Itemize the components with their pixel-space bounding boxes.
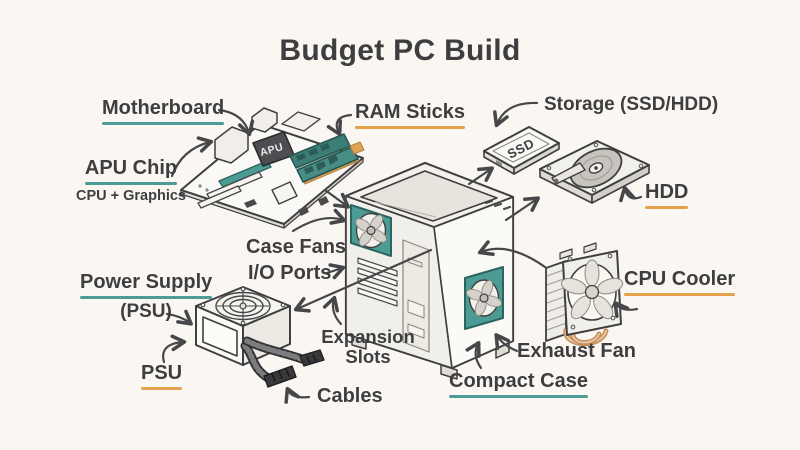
label-hdd: HDD bbox=[645, 181, 688, 209]
expansion-slots-illustration bbox=[357, 257, 398, 307]
label-compact-case: Compact Case bbox=[449, 370, 588, 398]
psu-label-text: PSU bbox=[141, 362, 182, 390]
expansion-slots-label-line1: Expansion bbox=[321, 326, 415, 347]
pcie-slot bbox=[206, 171, 263, 200]
compact-case-label-text: Compact Case bbox=[449, 370, 588, 398]
label-ram-sticks: RAM Sticks bbox=[355, 101, 465, 129]
psu-illustration bbox=[195, 286, 325, 388]
expansion-slots-label-line2: Slots bbox=[345, 346, 391, 368]
pcie-slot bbox=[197, 185, 242, 209]
label-expansion-slots: Expansion Slots bbox=[318, 326, 418, 368]
psu-fan-grille bbox=[215, 291, 271, 321]
label-apu-chip: APU Chip CPU + Graphics bbox=[70, 157, 192, 205]
arrow-cables bbox=[284, 386, 311, 404]
ssd-illustration: SSD bbox=[483, 126, 560, 175]
cable-connector bbox=[263, 365, 297, 388]
label-cables: Cables bbox=[317, 385, 383, 407]
arrow-cooler-to-case bbox=[477, 240, 547, 269]
arrow-ram-sticks bbox=[326, 113, 353, 137]
front-io-marks bbox=[485, 200, 511, 210]
storage-label-text: Storage (SSD/HDD) bbox=[544, 94, 719, 115]
arrow-storage bbox=[493, 101, 539, 128]
case-illustration bbox=[344, 161, 515, 380]
arrow-case-to-psu bbox=[293, 248, 433, 313]
hdd-illustration bbox=[539, 140, 650, 204]
motherboard-label-text: Motherboard bbox=[102, 97, 224, 125]
cpu-cooler-illustration bbox=[545, 242, 624, 347]
arrow-mobo-to-case bbox=[323, 188, 350, 209]
cables-illustration bbox=[240, 336, 325, 388]
vrm-heatsink bbox=[281, 111, 321, 132]
cables-label-text: Cables bbox=[317, 385, 383, 407]
apu-chip-sublabel: CPU + Graphics bbox=[76, 188, 186, 204]
exhaust-fan-label-text: Exhaust Fan bbox=[517, 340, 636, 362]
io-shield-block bbox=[251, 107, 278, 133]
case-fans-label-text: Case Fans bbox=[246, 236, 347, 258]
arrow-exhaust-fan bbox=[494, 333, 519, 353]
label-io-ports: I/O Ports bbox=[248, 262, 331, 284]
ram-sticks-label-text: RAM Sticks bbox=[355, 101, 465, 129]
label-case-fans: Case Fans bbox=[246, 236, 346, 258]
hdd-actuator-arm bbox=[551, 162, 586, 185]
arrow-compact-case bbox=[465, 340, 483, 370]
arrow-case-to-hdd bbox=[504, 196, 540, 222]
chipset bbox=[271, 181, 298, 205]
arrow-case-to-ssd bbox=[467, 166, 494, 186]
psu-vent bbox=[202, 316, 238, 357]
arrow-expansion-slots bbox=[322, 295, 343, 326]
io-ports-label-text: I/O Ports bbox=[248, 262, 332, 284]
page-title: Budget PC Build bbox=[279, 34, 521, 67]
label-psu: PSU bbox=[141, 362, 182, 390]
label-motherboard: Motherboard bbox=[102, 97, 224, 125]
arrow-case-fans bbox=[291, 208, 347, 233]
pcie-slot-teal bbox=[218, 160, 272, 188]
front-case-fan bbox=[350, 204, 392, 257]
exhaust-fan-illustration bbox=[464, 266, 504, 330]
cpu-cooler-label-text: CPU Cooler bbox=[624, 268, 735, 296]
arrow-power-supply bbox=[165, 309, 193, 326]
label-storage: Storage (SSD/HDD) bbox=[544, 94, 719, 116]
arrow-cpu-cooler bbox=[613, 301, 639, 318]
cable-connector bbox=[299, 349, 325, 367]
label-power-supply: Power Supply (PSU) bbox=[80, 271, 212, 323]
arrow-hdd bbox=[619, 185, 643, 203]
label-cpu-cooler: CPU Cooler bbox=[624, 268, 735, 296]
case-top-opening bbox=[360, 170, 498, 222]
arrow-psu bbox=[162, 334, 187, 364]
power-supply-sublabel: (PSU) bbox=[120, 301, 172, 322]
label-exhaust-fan: Exhaust Fan bbox=[517, 340, 636, 362]
power-supply-label-text: Power Supply bbox=[80, 271, 212, 299]
motherboard-illustration: APU bbox=[180, 107, 365, 229]
ram-sticks-illustration bbox=[289, 133, 365, 185]
hdd-label-text: HDD bbox=[645, 181, 688, 209]
apu-chip-label-text: APU Chip bbox=[85, 157, 177, 185]
arrow-io-ports bbox=[325, 263, 346, 280]
